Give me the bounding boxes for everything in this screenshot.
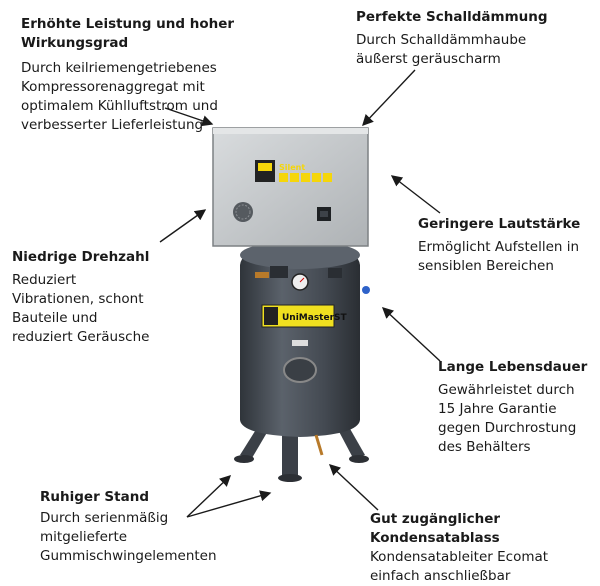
callout-soundproof-title: Perfekte Schalldämmung xyxy=(356,9,548,25)
inspection-port-icon xyxy=(283,357,317,383)
callout-stand-title: Ruhiger Stand xyxy=(40,489,149,505)
callout-lifetime-title: Lange Lebensdauer xyxy=(438,359,588,375)
callout-stand: Ruhiger Stand Durch serienmäßig mitgelie… xyxy=(40,488,217,566)
callout-soundproof-text: Durch Schalldämmhaube äußerst geräuschar… xyxy=(356,32,527,67)
arrow-lifetime xyxy=(381,307,441,362)
callout-lifetime: Lange Lebensdauer Gewährleistet durch 15… xyxy=(438,358,587,457)
tank-label-plate xyxy=(261,304,335,328)
tank-label: UniMasterST xyxy=(282,313,348,323)
callout-efficiency: Erhöhte Leistung und hoher Wirkungsgrad … xyxy=(21,15,234,135)
callout-soundproof: Perfekte Schalldämmung Durch Schalldämmh… xyxy=(356,8,548,69)
arrow-stand-right xyxy=(186,490,272,518)
callout-efficiency-text: Durch keilriemengetriebenes Kompressoren… xyxy=(21,60,218,133)
callout-volume: Geringere Lautstärke Ermöglicht Aufstell… xyxy=(418,215,580,276)
callout-speed: Niedrige Drehzahl Reduziert Vibrationen,… xyxy=(12,248,149,347)
arrow-volume xyxy=(390,175,441,214)
arrow-speed xyxy=(159,209,207,243)
callout-stand-text: Durch serienmäßig mitgelieferte Gummisch… xyxy=(40,510,217,564)
callout-drain-text: Kondensatableiter Ecomat einfach anschli… xyxy=(370,549,549,584)
arrow-drain xyxy=(328,464,379,511)
tank: UniMasterST xyxy=(240,241,370,456)
callout-volume-title: Geringere Lautstärke xyxy=(418,216,581,232)
arrow-stand-left xyxy=(186,475,232,518)
arrow-soundproof xyxy=(362,69,416,127)
hood-label: Silent xyxy=(279,163,305,172)
arrow-efficiency xyxy=(164,107,214,127)
callout-volume-text: Ermöglicht Aufstellen in sensiblen Berei… xyxy=(418,239,580,274)
callout-efficiency-title: Erhöhte Leistung und hoher Wirkungsgrad xyxy=(21,16,235,51)
callout-drain: Gut zugänglicher Kondensatablass Kondens… xyxy=(370,510,548,586)
callout-arrows xyxy=(159,69,441,518)
callout-speed-text: Reduziert Vibrationen, schont Bauteile u… xyxy=(12,272,150,345)
callout-drain-title: Gut zugänglicher Kondensatablass xyxy=(370,511,501,546)
sound-hood: Silent xyxy=(212,127,369,247)
callout-speed-title: Niedrige Drehzahl xyxy=(12,249,150,265)
callout-lifetime-text: Gewährleistet durch 15 Jahre Garantie ge… xyxy=(438,382,577,455)
